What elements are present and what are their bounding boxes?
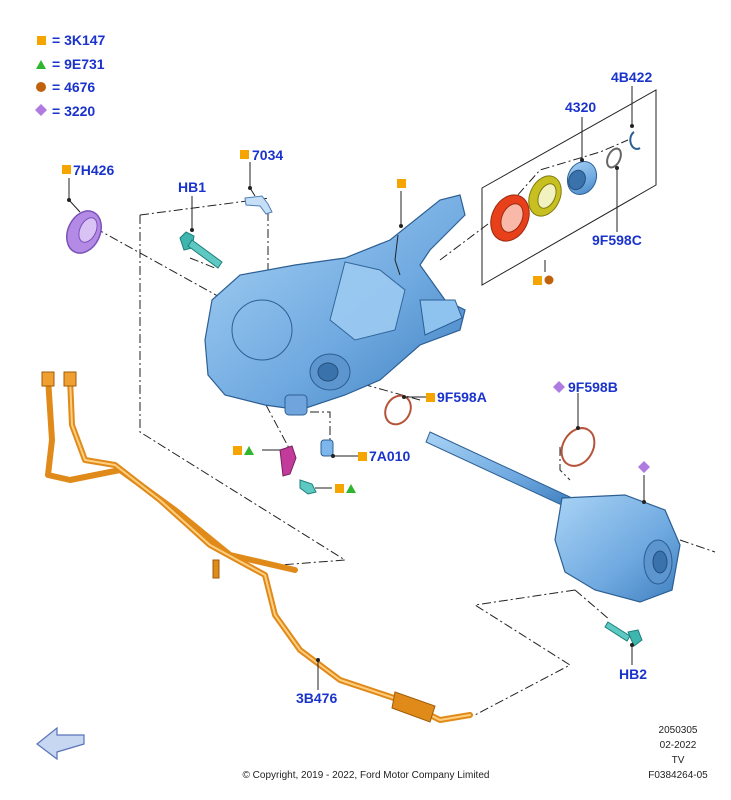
square-symbol — [62, 165, 71, 174]
direction-arrow-icon — [36, 726, 85, 761]
label-9f598a: 9F598A — [437, 389, 487, 405]
copyright-text: © Copyright, 2019 - 2022, Ford Motor Com… — [243, 770, 490, 781]
oring-9f598c — [606, 147, 622, 169]
footer-code: 2050305 — [659, 725, 698, 736]
footer: 2050305 02-2022 TV F0384264-05 © Copyrig… — [243, 725, 709, 781]
footer-tv: TV — [672, 755, 685, 766]
triangle-symbol — [346, 484, 356, 493]
square-symbol — [426, 393, 435, 402]
legend-triangle-symbol — [36, 60, 46, 69]
actuator-housing — [554, 494, 681, 603]
triangle-symbol — [244, 446, 254, 455]
label-9f598c: 9F598C — [592, 232, 642, 248]
fitting-teal — [299, 479, 317, 495]
label-4b422: 4B422 — [611, 69, 652, 85]
label-3b476: 3B476 — [296, 690, 337, 706]
bearing-4320 — [566, 160, 598, 196]
oring-9f598b — [560, 427, 596, 467]
intermediate-shaft — [425, 431, 571, 508]
square-symbol — [233, 446, 242, 455]
legend-text-4: = 3220 — [52, 103, 95, 119]
label-hb2: HB2 — [619, 666, 647, 682]
breather-7a010 — [320, 439, 334, 457]
label-7034: 7034 — [252, 147, 283, 163]
square-symbol — [335, 484, 344, 493]
bolt-hb2 — [604, 621, 643, 647]
legend-diamond-symbol — [35, 104, 47, 116]
footer-date: 02-2022 — [660, 740, 697, 751]
assembly-lines — [94, 89, 716, 716]
square-symbol — [533, 276, 542, 285]
fitting-purple — [279, 445, 297, 477]
square-symbol — [358, 452, 367, 461]
callout-symbols — [62, 150, 650, 493]
footer-ref: F0384264-05 — [648, 770, 708, 781]
label-4320: 4320 — [565, 99, 596, 115]
seal-7h426 — [66, 210, 102, 254]
label-9f598b: 9F598B — [568, 379, 618, 395]
legend-circle-symbol — [36, 82, 46, 92]
label-7a010: 7A010 — [369, 448, 410, 464]
clip-4b422 — [629, 131, 641, 150]
diamond-symbol — [553, 381, 565, 393]
hose-3b476 — [41, 371, 473, 723]
legend: = 3K147 = 9E731 = 4676 = 3220 — [35, 32, 106, 119]
square-symbol — [397, 179, 406, 188]
bolt-hb1 — [179, 231, 223, 269]
legend-text-3: = 4676 — [52, 79, 95, 95]
label-7h426: 7H426 — [73, 162, 114, 178]
seal-kit — [490, 175, 562, 242]
circle-symbol — [544, 275, 554, 285]
label-hb1: HB1 — [178, 179, 206, 195]
differential-housing — [204, 194, 466, 416]
square-symbol — [240, 150, 249, 159]
leader-lines — [67, 86, 646, 690]
legend-text-1: = 3K147 — [52, 32, 106, 48]
diamond-symbol — [638, 461, 650, 473]
legend-square-symbol — [37, 36, 46, 45]
legend-text-2: = 9E731 — [52, 56, 105, 72]
part-labels: 7H426 7034 HB1 4B422 4320 9F598C 9F598A … — [73, 69, 652, 706]
fitting-7034 — [244, 195, 273, 215]
